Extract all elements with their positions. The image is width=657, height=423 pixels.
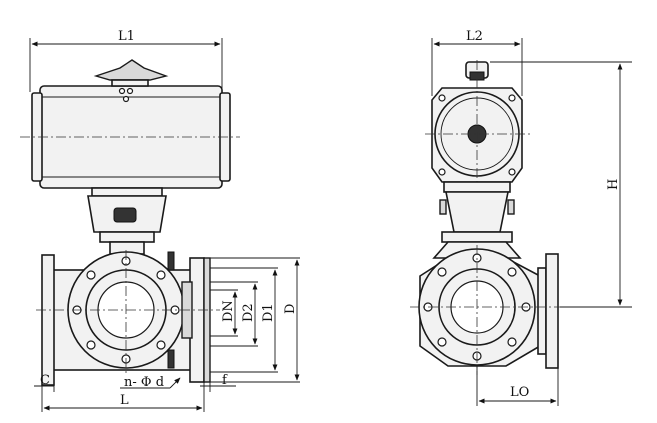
label-d1: D1 — [261, 303, 276, 322]
front-actuator — [20, 59, 240, 189]
label-h: H — [606, 179, 621, 190]
side-actuator — [425, 60, 530, 200]
dimension-l1: L1 — [29, 29, 223, 92]
dimension-lo: LO — [476, 366, 559, 406]
label-dn: DN — [221, 300, 236, 322]
dimension-l2: L2 — [431, 29, 523, 96]
front-view: L1 DN D2 D1 D — [20, 29, 300, 412]
label-l2: L2 — [466, 29, 483, 44]
side-valve-body — [410, 245, 575, 375]
label-lo: LO — [510, 385, 529, 400]
front-bracket — [87, 187, 167, 255]
side-view: L2 H LO — [410, 29, 632, 406]
label-l1: L1 — [118, 29, 135, 44]
label-d2: D2 — [241, 303, 256, 322]
label-l: L — [120, 393, 129, 408]
label-c: C — [40, 373, 50, 388]
label-n-phi-d: n- Φ d — [124, 375, 164, 390]
label-d: D — [283, 304, 298, 314]
dimension-flange: DN D2 D1 D — [210, 257, 300, 383]
dimension-bottom: C L n- Φ d f — [34, 373, 236, 412]
label-f: f — [222, 373, 228, 388]
front-valve-body — [36, 250, 220, 386]
dimension-h: H — [490, 61, 632, 308]
